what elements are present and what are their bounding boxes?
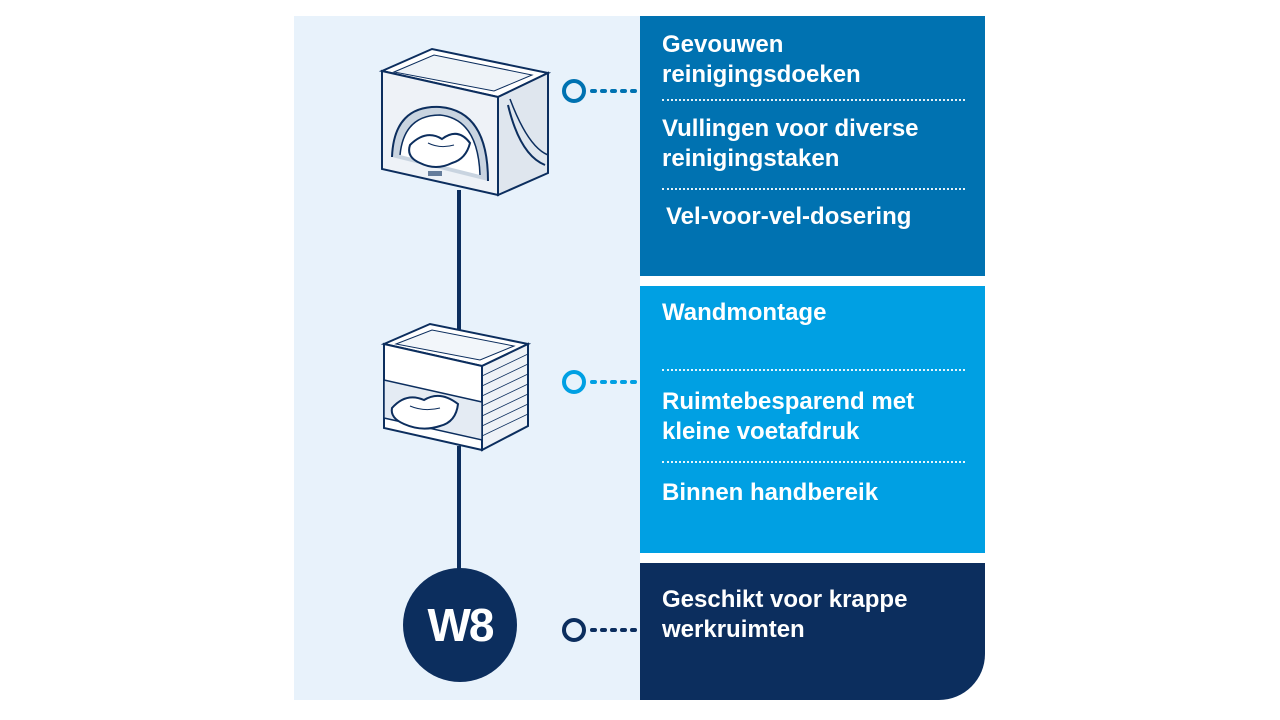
divider bbox=[662, 99, 965, 101]
feature-item: Wandmontage bbox=[662, 299, 827, 326]
counter-dispenser-illustration bbox=[380, 322, 532, 452]
feature-card-2: Wandmontage Ruimtebesparend met kleine v… bbox=[640, 286, 985, 553]
feature-item: Vullingen voor diverse reinigingstaken bbox=[662, 115, 919, 172]
feature-item: Geschikt voor krappe werkruimten bbox=[662, 586, 908, 643]
feature-item: Binnen handbereik bbox=[662, 479, 879, 506]
w8-badge: W8 bbox=[403, 568, 517, 682]
feature-item: Vel-voor-vel-dosering bbox=[666, 203, 912, 230]
connector-marker-2 bbox=[562, 370, 640, 394]
divider bbox=[662, 188, 965, 190]
divider bbox=[662, 461, 965, 463]
wall-dispenser-illustration bbox=[378, 47, 552, 197]
divider bbox=[662, 369, 965, 371]
connector-marker-1 bbox=[562, 79, 640, 103]
feature-item: Ruimtebesparend met kleine voetafdruk bbox=[662, 388, 915, 445]
feature-item: Gevouwen reinigingsdoeken bbox=[662, 31, 861, 88]
feature-card-3: Geschikt voor krappe werkruimten bbox=[640, 563, 985, 700]
connector-marker-3 bbox=[562, 618, 640, 642]
connector-line-top bbox=[457, 190, 461, 335]
connector-line-bottom bbox=[457, 446, 461, 571]
feature-card-1: Gevouwen reinigingsdoeken Vullingen voor… bbox=[640, 16, 985, 276]
